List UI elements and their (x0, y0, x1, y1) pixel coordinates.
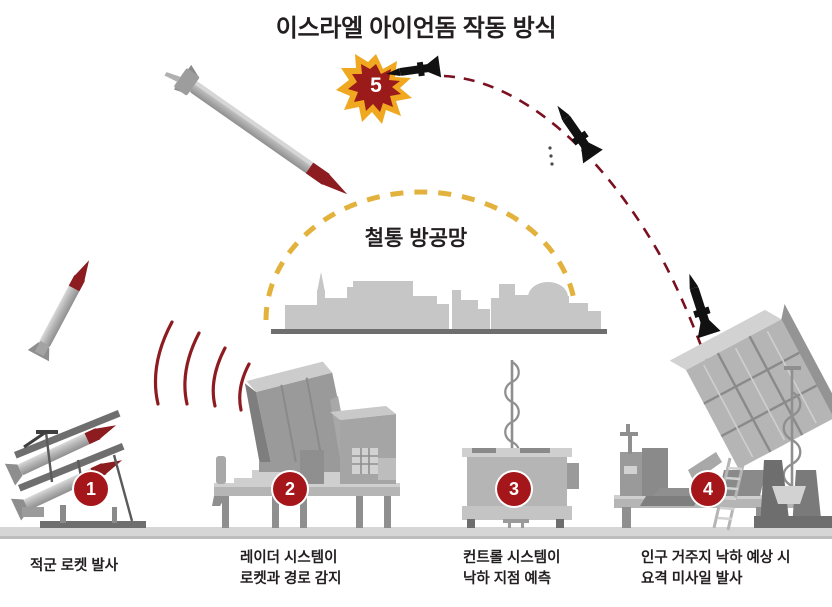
radar-station-icon (212, 361, 400, 528)
step-badge-5-label: 5 (370, 74, 382, 97)
step-badge-1[interactable]: 1 (74, 472, 108, 506)
ground-line (0, 527, 832, 539)
step-caption-2: 레이더 시스템이 로켓과 경로 감지 (240, 550, 342, 588)
step-caption-4: 인구 거주지 낙하 예상 시 요격 미사일 발사 (641, 550, 791, 588)
interceptor-launcher-icon (614, 304, 832, 531)
interceptor-missile (557, 105, 603, 164)
caption-band (0, 541, 832, 607)
interceptor-missile (689, 273, 721, 339)
step-badge-4[interactable]: 4 (691, 472, 725, 506)
iron-dome-arc (263, 189, 579, 321)
dome-label: 철통 방공망 (364, 227, 468, 250)
step-caption-3: 컨트롤 시스템이 낙하 지점 예측 (463, 550, 561, 588)
interceptor-missile (386, 55, 442, 78)
step-badge-3[interactable]: 3 (497, 472, 531, 506)
step-badge-2[interactable]: 2 (273, 472, 307, 506)
enemy-rocket (164, 64, 348, 195)
radar-waves-icon (153, 320, 251, 412)
page-title: 이스라엘 아이언돔 작동 방식 (275, 15, 557, 42)
step-badge-5[interactable]: 5 (345, 55, 407, 117)
city-skyline (271, 272, 607, 334)
step-caption-1: 적군 로켓 발사 (30, 558, 119, 574)
